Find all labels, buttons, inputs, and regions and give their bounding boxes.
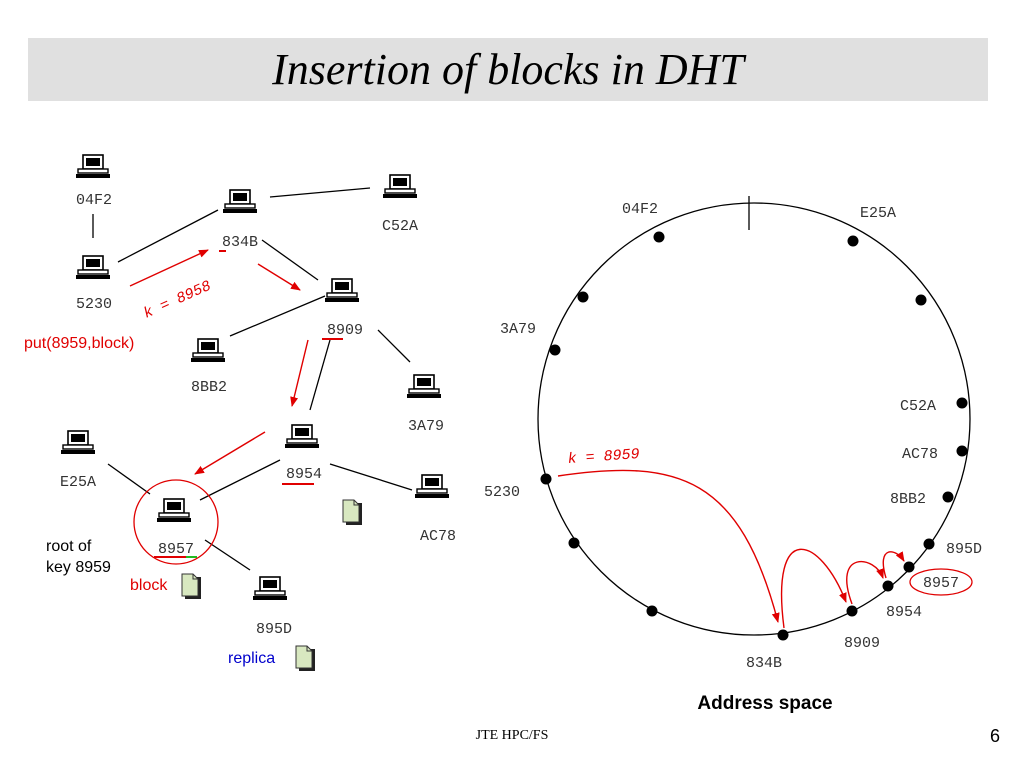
ring-label-E25A: E25A — [860, 205, 896, 222]
page-number: 6 — [989, 726, 1000, 746]
ring-node-04F2 — [653, 231, 665, 243]
ring-node-834B — [777, 629, 789, 641]
ring-label-C52A: C52A — [900, 398, 936, 415]
node-label-AC78: AC78 — [420, 528, 456, 545]
route-arrow-5230-834B — [129, 249, 209, 287]
node-label-8BB2: 8BB2 — [191, 379, 227, 396]
ring-node-unlabeled-b — [915, 294, 927, 306]
edge-8909-8BB2 — [229, 295, 326, 337]
root-key-label: key 8959 — [46, 559, 111, 576]
computer-icon-5230 — [75, 255, 111, 280]
ring-label-04F2: 04F2 — [622, 201, 658, 218]
ring-node-unlabeled-a — [577, 291, 589, 303]
computer-icon-C52A — [382, 174, 418, 199]
ring-node-8BB2 — [942, 491, 954, 503]
computer-icon-3A79 — [406, 374, 442, 399]
ring-route-834B-8909 — [780, 548, 847, 629]
route-arrow-8954-8957 — [194, 431, 266, 475]
computer-icon-8957 — [156, 498, 192, 523]
ring-node-unlabeled-c — [568, 537, 580, 549]
node-label-04F2: 04F2 — [76, 192, 112, 209]
ring-label-8909: 8909 — [844, 635, 880, 652]
computer-icon-834B — [222, 189, 258, 214]
footer-text: JTE HPC/FS — [475, 728, 549, 743]
ring-key-label: k = 8959 — [567, 446, 640, 468]
ring-route-5230-834B — [557, 469, 780, 623]
edge-834B-8909 — [261, 239, 319, 281]
computer-icon-8BB2 — [190, 338, 226, 363]
node-label-8954: 8954 — [286, 466, 322, 483]
ring-route-8954-8957 — [882, 551, 905, 579]
edge-8909-3A79 — [377, 329, 411, 363]
node-label-C52A: C52A — [382, 218, 418, 235]
ring-route-8909-8954 — [846, 560, 884, 605]
ring-label-5230: 5230 — [484, 484, 520, 501]
computer-icon-AC78 — [414, 474, 450, 499]
title-bar: Insertion of blocks in DHT — [28, 38, 988, 101]
ring-label-895D: 895D — [946, 541, 982, 558]
computer-icon-04F2 — [75, 154, 111, 179]
ring-node-8909 — [846, 605, 858, 617]
network-graph: 04F2 834B C52A 5230 8909 8BB2 3A79 E25A … — [24, 154, 456, 672]
ring-node-5230 — [540, 473, 552, 485]
root-of-label: root of — [46, 538, 92, 555]
ring-label-8BB2: 8BB2 — [890, 491, 926, 508]
address-ring: 04F2 E25A 3A79 C52A AC78 8BB2 5230 895D … — [484, 196, 982, 714]
computer-icon-895D — [252, 576, 288, 601]
block-label: block — [130, 577, 168, 594]
root-node-highlight — [133, 479, 219, 565]
ring-label-8957: 8957 — [923, 575, 959, 592]
put-call-label: put(8959,block) — [24, 335, 134, 352]
node-label-834B: 834B — [222, 234, 258, 251]
ring-label-AC78: AC78 — [902, 446, 938, 463]
node-label-3A79: 3A79 — [408, 418, 444, 435]
ring-node-C52A — [956, 397, 968, 409]
edge-834B-C52A — [269, 187, 371, 198]
ring-label-8954: 8954 — [886, 604, 922, 621]
ring-circle — [537, 202, 971, 636]
node-label-8909: 8909 — [327, 322, 363, 339]
ring-node-unlabeled-d — [646, 605, 658, 617]
node-label-895D: 895D — [256, 621, 292, 638]
document-icon-replica — [295, 645, 316, 672]
replica-label: replica — [228, 650, 275, 667]
route-key-label: k = 8958 — [141, 278, 214, 323]
edge-E25A-8957 — [107, 463, 151, 495]
edge-8957-895D — [204, 539, 251, 571]
ring-node-AC78 — [956, 445, 968, 457]
ring-node-8957 — [903, 561, 915, 573]
computer-icon-E25A — [60, 430, 96, 455]
ring-label-3A79: 3A79 — [500, 321, 536, 338]
edge-8909-8954 — [309, 339, 331, 411]
node-label-5230: 5230 — [76, 296, 112, 313]
slide-title: Insertion of blocks in DHT — [272, 45, 744, 94]
ring-node-E25A — [847, 235, 859, 247]
ring-node-3A79 — [549, 344, 561, 356]
edge-5230-834B — [117, 209, 219, 263]
route-arrow-834B-8909 — [257, 263, 301, 291]
document-icon-transit — [342, 499, 363, 526]
computer-icon-8909 — [324, 278, 360, 303]
edge-8954-8957 — [199, 459, 281, 501]
document-icon-block — [181, 573, 202, 600]
ring-node-895D — [923, 538, 935, 550]
ring-label-highlight-8957 — [909, 568, 973, 596]
route-arrow-8909-8954 — [290, 339, 309, 407]
edge-8954-AC78 — [329, 463, 413, 491]
ring-label-834B: 834B — [746, 655, 782, 672]
ring-node-8954 — [882, 580, 894, 592]
computer-icon-8954 — [284, 424, 320, 449]
node-label-E25A: E25A — [60, 474, 96, 491]
address-space-caption: Address space — [697, 693, 832, 714]
node-label-8957: 8957 — [158, 541, 194, 558]
